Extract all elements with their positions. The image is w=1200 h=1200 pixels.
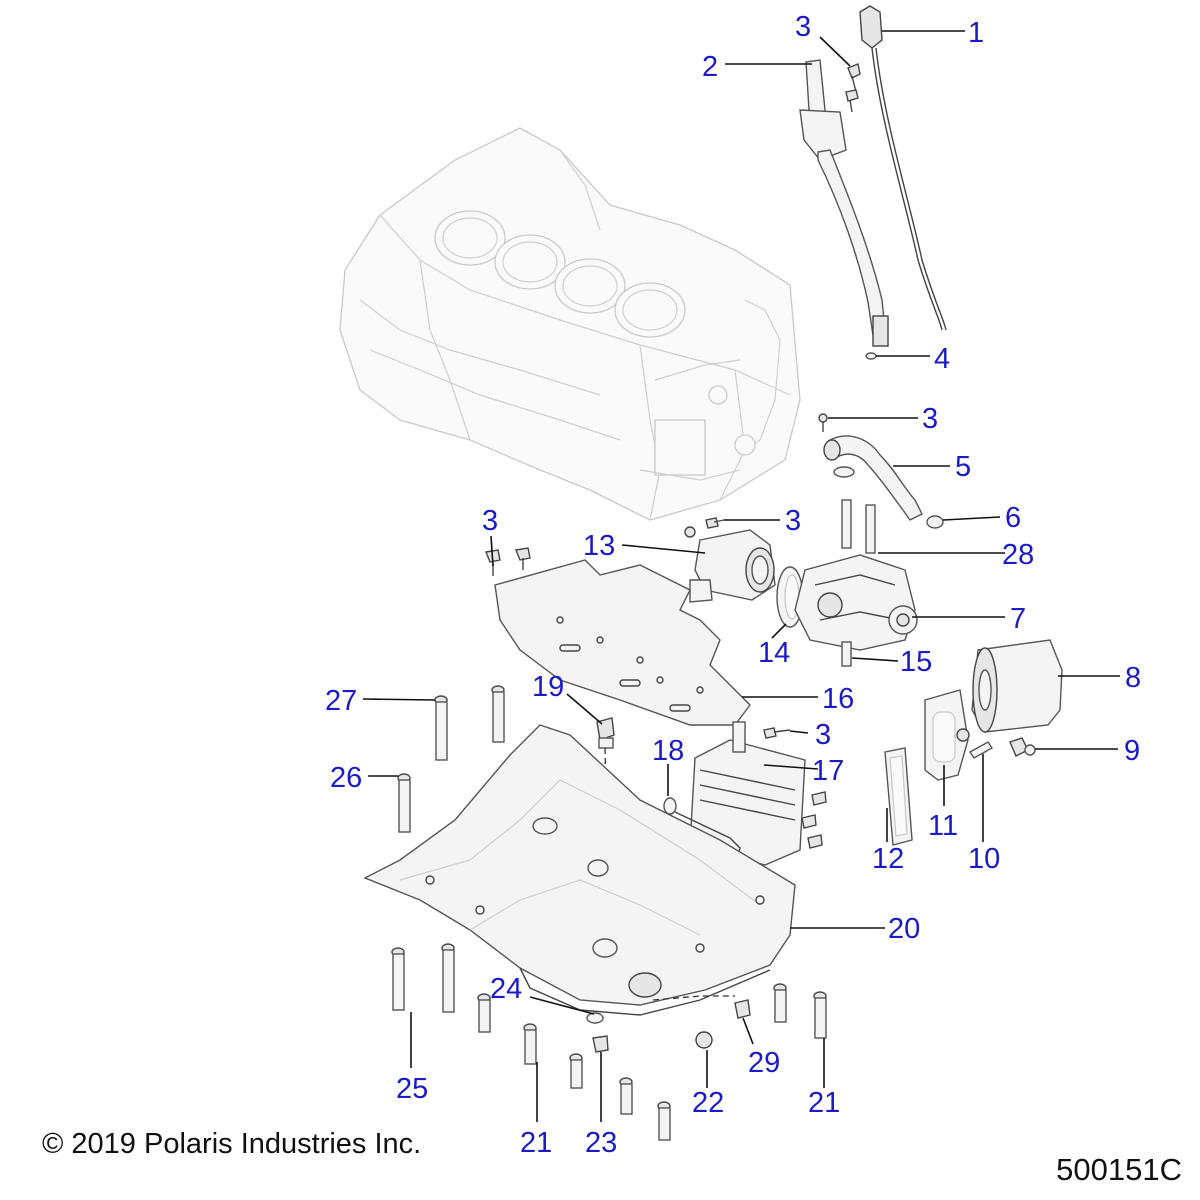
bolt-3-breather [818, 413, 828, 432]
bolt-3-upper-b [845, 89, 859, 113]
oil-pickup-13 [689, 529, 776, 603]
bolt-25-c [477, 993, 491, 1033]
callout-14: 14 [758, 637, 790, 669]
oil-sensor-9 [1009, 737, 1036, 757]
bolt-21-b [569, 1053, 583, 1089]
callout-3: 3 [815, 719, 831, 751]
bolt-15 [841, 641, 852, 667]
callout-9: 9 [1124, 735, 1140, 767]
callout-21: 21 [808, 1087, 840, 1119]
filter-adapter-11 [924, 689, 970, 781]
callout-3: 3 [785, 505, 801, 537]
washer-24 [586, 1012, 604, 1024]
breather-hose [823, 435, 923, 521]
bolt-3-mid [684, 517, 725, 538]
callout-8: 8 [1125, 662, 1141, 694]
bolt-21-d [657, 1101, 671, 1141]
bolt-21-e [773, 983, 787, 1023]
callout-10: 10 [968, 843, 1000, 875]
bolt-21-c [619, 1077, 633, 1115]
engine-block-crankcase [339, 127, 801, 521]
oil-pump-7 [794, 554, 918, 651]
callout-7: 7 [1010, 603, 1026, 635]
callout-20: 20 [888, 913, 920, 945]
bolts-28 [841, 499, 876, 554]
callout-16: 16 [822, 683, 854, 715]
callout-15: 15 [900, 646, 932, 678]
plug-22 [695, 1031, 713, 1049]
bolt-3-cooler [763, 727, 791, 739]
bolt-26 [397, 773, 411, 833]
callout-2: 2 [702, 51, 718, 83]
callout-11: 11 [928, 810, 958, 842]
callout-21: 21 [520, 1127, 552, 1159]
callout-labels: 1 2 3 4 3 5 6 3 3 13 28 7 14 15 8 27 19 … [325, 11, 1141, 1159]
oil-cooler-17 [689, 721, 827, 866]
o-ring-6 [926, 515, 944, 529]
drain-plug-23 [592, 1035, 609, 1053]
callout-28: 28 [1002, 539, 1034, 571]
baffle-plate-16 [494, 559, 751, 726]
callout-5: 5 [955, 451, 971, 483]
gasket-12 [884, 747, 913, 846]
callout-26: 26 [330, 762, 362, 794]
bolt-3-baffle-b [515, 547, 531, 570]
dipstick [859, 5, 947, 331]
oil-pan-20 [363, 724, 796, 1016]
bolt-27-a [434, 695, 448, 761]
callout-3: 3 [482, 505, 498, 537]
callout-25: 25 [396, 1073, 428, 1105]
bolt-10 [968, 741, 994, 759]
callout-19: 19 [532, 671, 564, 703]
callout-13: 13 [583, 530, 615, 562]
leader-lines [362, 30, 1120, 1122]
callout-4: 4 [934, 343, 950, 375]
dipstick-tube [799, 59, 889, 347]
callout-23: 23 [585, 1127, 617, 1159]
callout-27: 27 [325, 685, 357, 717]
drawing-number: 500151C [1056, 1152, 1182, 1187]
bolt-25-b [441, 943, 455, 1013]
callout-29: 29 [748, 1047, 780, 1079]
plug-29 [734, 999, 751, 1019]
o-ring-4 [865, 352, 877, 360]
callout-1: 1 [968, 17, 984, 49]
copyright-notice: © 2019 Polaris Industries Inc. [42, 1128, 422, 1160]
callout-3: 3 [922, 403, 938, 435]
oil-filter-8 [971, 639, 1063, 733]
bolt-3-upper-a [847, 63, 861, 93]
bolt-21-a [523, 1023, 537, 1065]
callout-12: 12 [872, 843, 904, 875]
bolt-27-b [491, 685, 505, 743]
callout-6: 6 [1005, 502, 1021, 534]
callout-3: 3 [795, 11, 811, 43]
callout-22: 22 [692, 1087, 724, 1119]
callout-24: 24 [490, 973, 522, 1005]
callout-17: 17 [812, 755, 844, 787]
bolt-21-f [813, 991, 827, 1039]
callout-18: 18 [652, 735, 684, 767]
bolt-25-a [391, 947, 405, 1011]
